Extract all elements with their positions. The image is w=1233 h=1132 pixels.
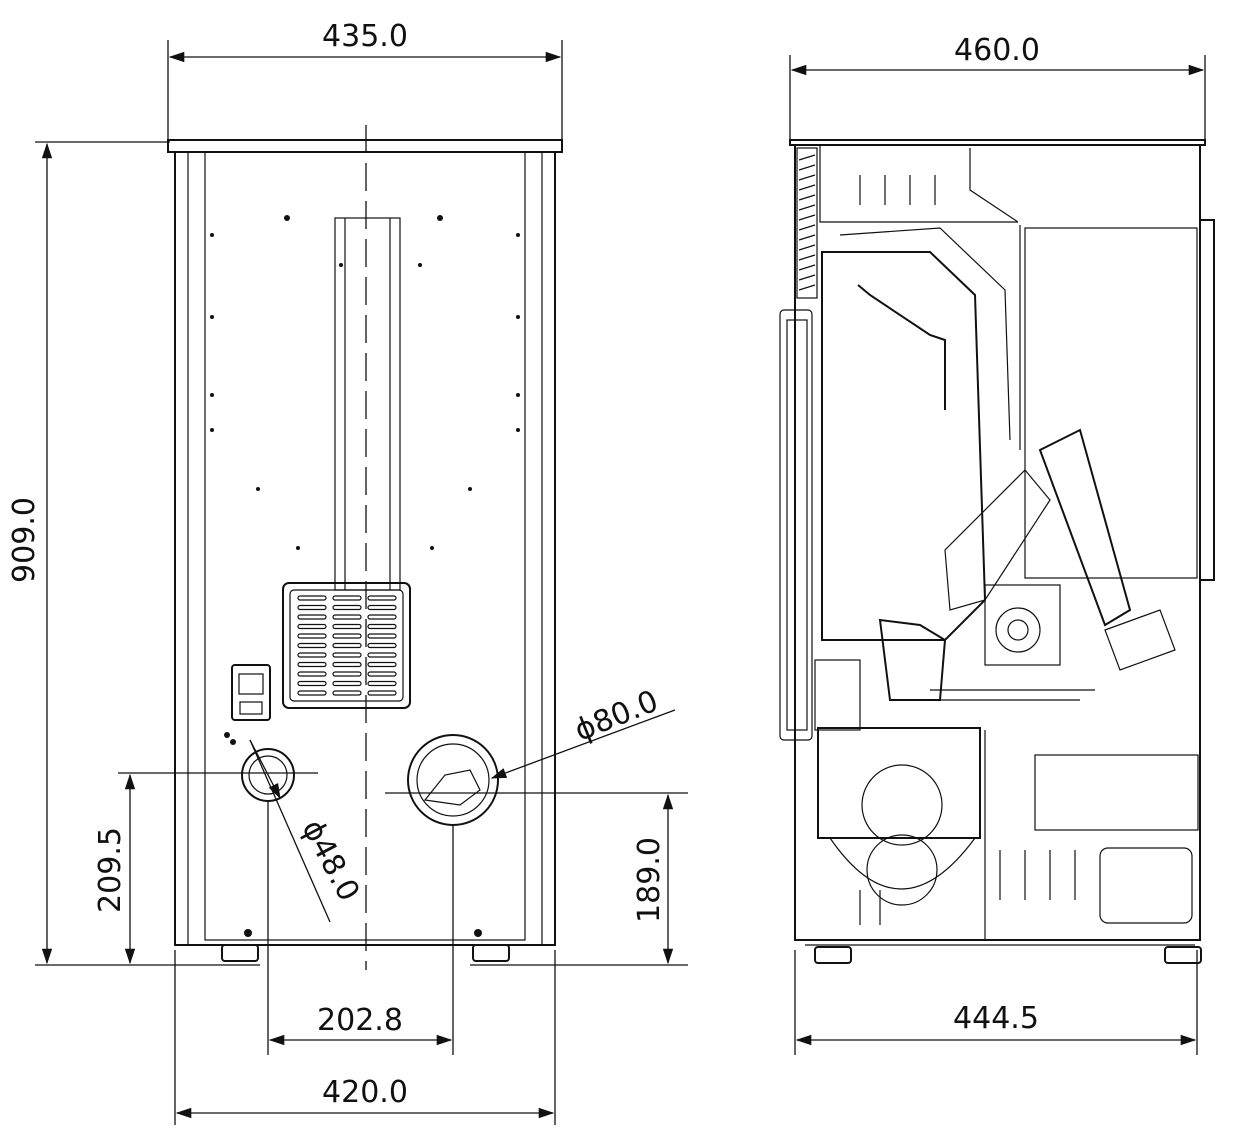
dim-depth-top: 460.0 — [954, 33, 1040, 68]
motor — [1099, 847, 1193, 924]
grille-slot — [367, 595, 397, 601]
grille-slot — [367, 614, 397, 620]
grille-slot — [367, 680, 397, 687]
vent-line — [798, 194, 816, 201]
dim-large-outlet-height: 189.0 — [632, 837, 667, 923]
vent-line — [798, 264, 816, 271]
grille-slot — [367, 604, 397, 611]
grille-slot — [367, 642, 397, 649]
top-plate — [167, 139, 563, 153]
grille-slot — [367, 671, 397, 677]
grille-slot — [297, 595, 327, 601]
exhaust-fan — [995, 607, 1041, 653]
grille-slot — [332, 642, 362, 649]
side-dimensions: 460.0 444.5 — [789, 33, 1206, 1055]
body-outline — [174, 151, 556, 946]
grille-slot — [332, 652, 362, 658]
dim-small-outlet-height: 209.5 — [93, 827, 128, 913]
inner-panel — [204, 151, 526, 941]
exhaust-fan-housing — [984, 584, 1061, 666]
grille-slot — [332, 680, 362, 687]
grille-slot — [367, 652, 397, 658]
grille-slot — [332, 623, 362, 630]
grille-slot — [297, 604, 327, 611]
vent-line — [798, 284, 816, 291]
vent-line — [798, 224, 816, 231]
grille-slot — [367, 623, 397, 630]
grille-slot — [297, 690, 327, 696]
grille-slot — [297, 680, 327, 687]
dim-depth-base: 444.5 — [953, 1001, 1039, 1036]
side-body-outline — [794, 144, 1201, 941]
grille-slot — [332, 661, 362, 668]
grille-slot — [332, 604, 362, 611]
grille-slot — [367, 633, 397, 639]
foot-right — [472, 944, 510, 962]
vent-line — [798, 234, 816, 241]
grille-slot — [297, 623, 327, 630]
front-dimensions: 435.0 909.0 209.5 189.0 202.8 420.0 ϕ80.… — [7, 19, 688, 1125]
ambient-fan — [861, 764, 943, 846]
combustion-chamber — [821, 251, 987, 641]
burn-pot — [878, 618, 947, 701]
grille-slot — [367, 690, 397, 696]
grille-slot — [332, 633, 362, 639]
grille-slot — [332, 595, 362, 601]
vent-line — [798, 184, 816, 191]
grille-slot — [297, 633, 327, 639]
dim-height-total: 909.0 — [7, 497, 42, 583]
vent-line — [798, 164, 816, 171]
grille-slot — [367, 661, 397, 668]
grille-slot — [332, 614, 362, 620]
vent-grille — [282, 582, 411, 709]
grille-slot — [332, 690, 362, 696]
vent-line — [798, 204, 816, 211]
foot-left — [221, 944, 259, 962]
auger — [1038, 428, 1132, 627]
auger-tube — [944, 469, 1051, 611]
grille-slot — [297, 661, 327, 668]
door — [779, 309, 813, 741]
grille-slot — [297, 652, 327, 658]
grille-slot — [297, 642, 327, 649]
vent-line — [798, 254, 816, 261]
vent-line — [798, 174, 816, 181]
vent-line — [798, 274, 816, 281]
dim-small-outlet-diameter: ϕ48.0 — [295, 814, 367, 907]
vent-line — [798, 214, 816, 221]
front-view — [167, 125, 563, 970]
grille-slot — [297, 671, 327, 677]
grille-slot — [297, 614, 327, 620]
dim-large-outlet-diameter: ϕ80.0 — [570, 684, 663, 749]
dim-width-base: 420.0 — [322, 1075, 408, 1110]
vent-line — [798, 154, 816, 161]
dim-outlet-spacing: 202.8 — [317, 1003, 403, 1038]
power-socket — [224, 664, 271, 745]
vent-line — [798, 244, 816, 251]
large-outlet — [407, 734, 499, 826]
dim-width-top: 435.0 — [322, 19, 408, 54]
side-view — [779, 139, 1215, 964]
ambient-fan-housing — [817, 727, 981, 839]
grille-slot — [332, 671, 362, 677]
